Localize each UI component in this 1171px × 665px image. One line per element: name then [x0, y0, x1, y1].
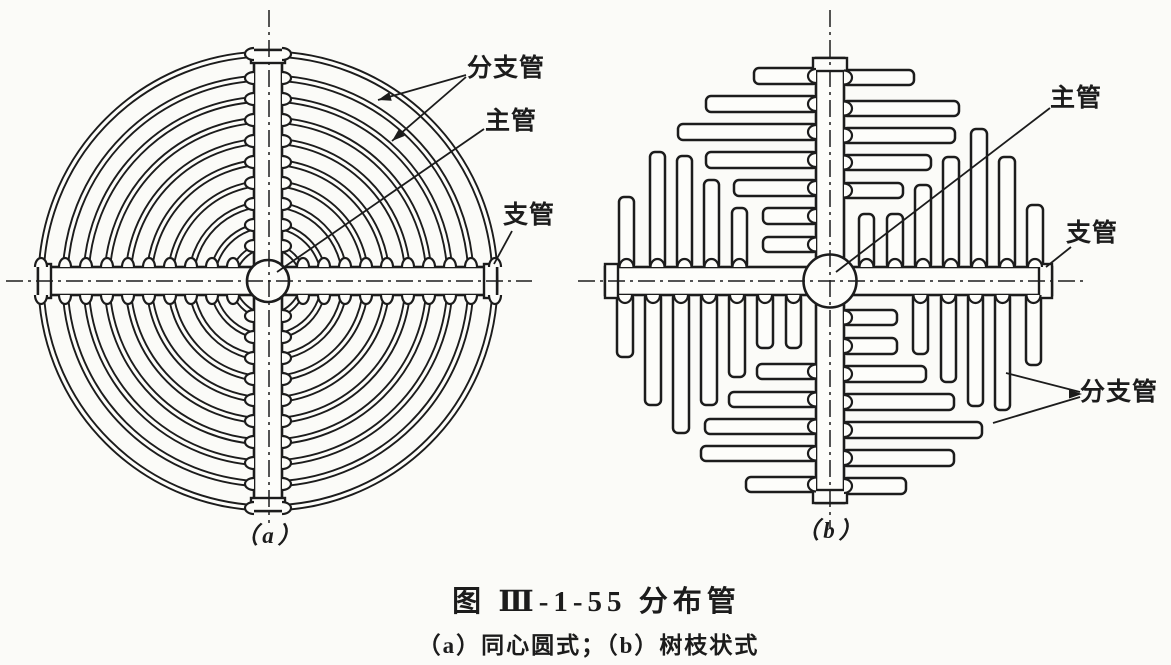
panel-a-main-pipe-label: 主管 — [485, 108, 538, 135]
panel-b-letter: （b） — [796, 518, 866, 543]
panel-a-branch-pipes-label: 分支管 — [467, 55, 546, 82]
panel-b-sub-pipe-label: 支管 — [1066, 220, 1119, 247]
panel-b-branch-pipes-label: 分支管 — [1080, 379, 1159, 406]
panel-b-main-pipe-label: 主管 — [1050, 85, 1103, 112]
callout-leader-lines — [276, 74, 1082, 424]
panel-a-sub-pipe-label: 支管 — [503, 202, 556, 229]
figure-caption-title: 图 Ⅲ-1-55 分布管 — [452, 586, 741, 618]
panel-b-branch-diagram — [578, 10, 1086, 528]
panel-a-concentric-diagram — [6, 10, 532, 523]
figure-caption-subtitle: （a）同心圆式；（b）树枝状式 — [417, 633, 760, 658]
panel-a-letter: （a） — [235, 523, 305, 548]
